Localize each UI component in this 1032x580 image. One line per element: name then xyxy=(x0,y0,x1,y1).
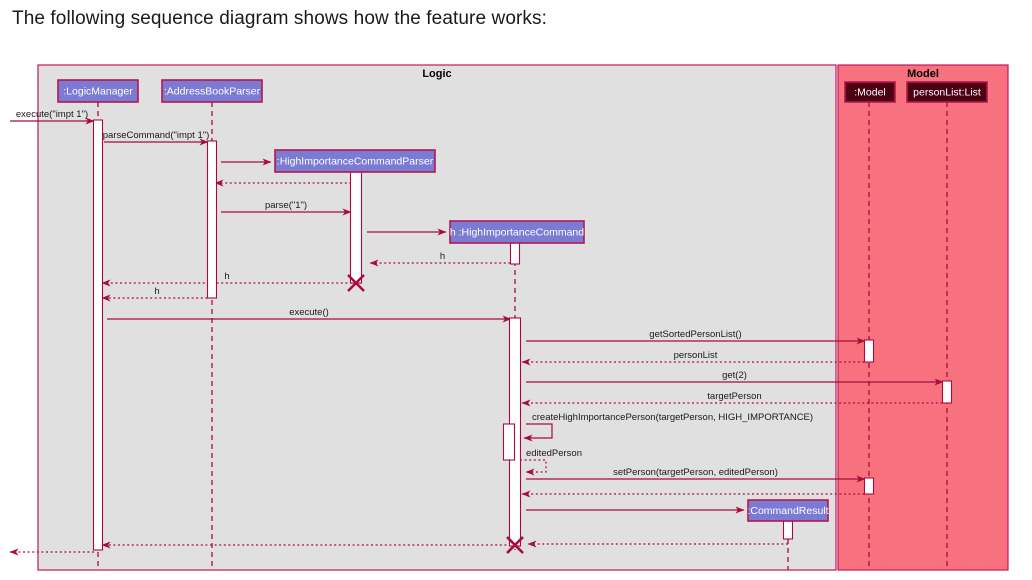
participant-label: :CommandResult xyxy=(747,505,828,517)
participant-box xyxy=(57,79,139,103)
msg-get2: get(2) xyxy=(526,370,944,386)
msg-parse: parse("1") xyxy=(221,200,352,216)
message-label: get(2) xyxy=(722,370,747,381)
destroy-hicmdparser xyxy=(347,274,365,292)
participant-model: :Model xyxy=(844,81,896,103)
message-label: parseCommand("impt 1") xyxy=(103,130,210,141)
participant-personlist: personList:List xyxy=(906,81,988,103)
msg-personlist: personList xyxy=(521,350,869,366)
page-caption: The following sequence diagram shows how… xyxy=(12,8,548,29)
participant-label: :LogicManager xyxy=(63,85,133,97)
participant-box xyxy=(906,81,988,103)
frame-title: Logic xyxy=(422,68,451,80)
message-label: execute("impt 1") xyxy=(16,109,88,120)
message-label: h xyxy=(154,286,159,297)
participant-box xyxy=(449,220,585,244)
frame-body xyxy=(37,64,837,571)
act-commandresult xyxy=(782,520,794,540)
act-hicmdparser xyxy=(349,160,363,284)
activations-layer xyxy=(92,119,953,551)
participants-layer: :LogicManager :AddressBookParser :HighImpo… xyxy=(57,79,988,522)
message-arrow xyxy=(520,459,547,476)
act-model-2 xyxy=(863,477,875,495)
destroy-stroke xyxy=(347,274,365,292)
message-label: personList xyxy=(674,350,718,361)
message-label: execute() xyxy=(289,307,329,318)
participant-label: h :HighImportanceCommand xyxy=(450,226,584,238)
participant-hicommand: h :HighImportanceCommand xyxy=(449,220,585,244)
act-logicmanager xyxy=(92,119,104,551)
msg-return-parser: h xyxy=(101,286,212,302)
participant-label: :AddressBookParser xyxy=(164,85,261,97)
message-arrow xyxy=(523,423,553,442)
frames-layer: Logic Model xyxy=(37,64,1009,571)
msg-setperson: setPerson(targetPerson, editedPerson) xyxy=(526,467,866,483)
participant-box xyxy=(747,499,829,522)
msg-editedperson: editedPerson xyxy=(520,448,582,476)
participant-logicmanager: :LogicManager xyxy=(57,79,139,103)
act-personlist-1 xyxy=(941,380,953,404)
participant-hicmdparser: :HighImportanceCommandParser xyxy=(274,149,436,173)
destructions-layer xyxy=(347,274,524,554)
participant-label: :HighImportanceCommandParser xyxy=(277,155,434,167)
message-label: h xyxy=(224,271,229,282)
msg-parsecommand: parseCommand("impt 1") xyxy=(103,130,210,146)
msg-h-2: h xyxy=(101,271,352,287)
frame-title: Model xyxy=(907,68,939,80)
message-label: targetPerson xyxy=(707,391,761,402)
messages-layer: execute("impt 1") parseCommand("impt 1") p… xyxy=(9,109,947,556)
message-label: parse("1") xyxy=(265,200,307,211)
act-hicommand-self xyxy=(502,423,516,461)
msg-executecmd: execute() xyxy=(107,307,512,323)
message-label: getSortedPersonList() xyxy=(649,329,741,340)
participant-commandresult: :CommandResult xyxy=(747,499,829,522)
message-label: createHighImportancePerson(targetPerson,… xyxy=(532,412,813,423)
msg-targetperson: targetPerson xyxy=(521,391,947,407)
destroy-stroke xyxy=(506,536,524,554)
participant-label: personList:List xyxy=(913,86,981,98)
participant-abparser: :AddressBookParser xyxy=(161,79,263,103)
frame-logic: Logic xyxy=(37,64,837,571)
msg-getsorted: getSortedPersonList() xyxy=(526,329,866,345)
msg-createperson: createHighImportancePerson(targetPerson,… xyxy=(523,412,813,442)
message-label: setPerson(targetPerson, editedPerson) xyxy=(613,467,778,478)
participant-label: :Model xyxy=(854,86,886,98)
destroy-hicommand xyxy=(506,536,524,554)
participant-box xyxy=(274,149,436,173)
participant-box xyxy=(844,81,896,103)
msg-h-1: h xyxy=(369,251,515,267)
msg-execute: execute("impt 1") xyxy=(10,109,95,125)
act-abparser xyxy=(206,140,218,299)
message-label: editedPerson xyxy=(526,448,582,459)
act-model-1 xyxy=(863,339,875,363)
participant-box xyxy=(161,79,263,103)
message-label: h xyxy=(440,251,445,262)
